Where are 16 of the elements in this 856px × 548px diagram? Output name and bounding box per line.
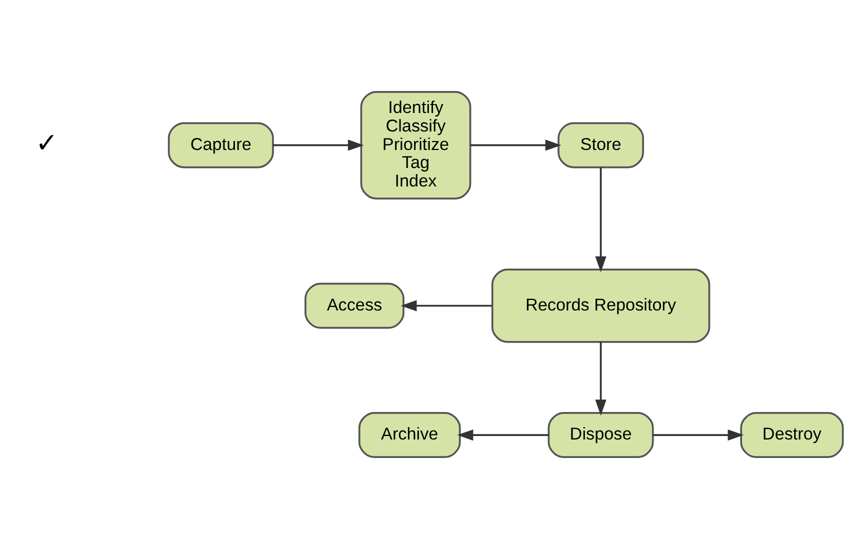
arrow xyxy=(457,428,549,440)
node-box: Access xyxy=(304,282,404,328)
arrow xyxy=(653,428,744,440)
arrow xyxy=(400,300,492,311)
node-box: Records Repository xyxy=(491,268,710,342)
node-box: Identify Classify Prioritize Tag Index xyxy=(360,90,472,199)
node-box: Dispose xyxy=(548,412,654,458)
arrow xyxy=(595,166,606,272)
arrow xyxy=(595,341,606,416)
node-box: Destroy xyxy=(740,412,844,458)
node-box: Store xyxy=(558,122,644,168)
label: ✓ xyxy=(35,128,58,158)
arrow xyxy=(470,139,562,150)
node-box: Capture xyxy=(168,122,274,168)
arrow xyxy=(273,139,364,150)
node-box: Archive xyxy=(358,412,461,458)
